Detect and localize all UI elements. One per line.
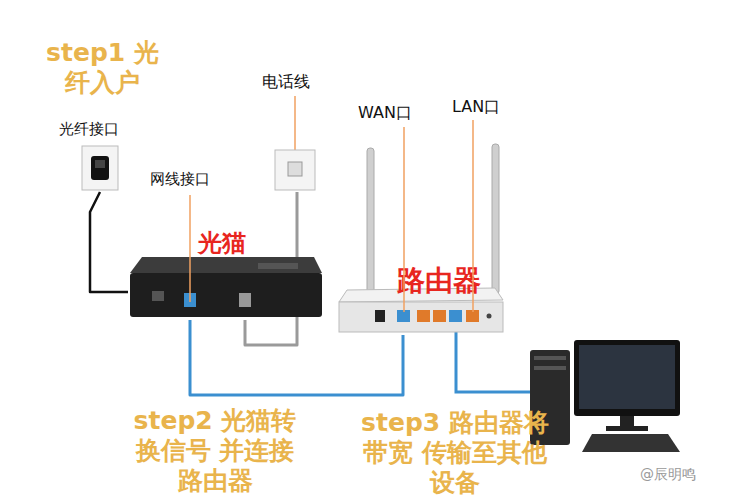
device-part bbox=[288, 162, 302, 176]
pc-drive bbox=[534, 366, 566, 370]
monitor-screen bbox=[579, 345, 675, 409]
device-part bbox=[449, 310, 462, 322]
device-part bbox=[95, 160, 105, 168]
phone-wall-socket: 电话线 bbox=[262, 72, 332, 192]
device-part bbox=[275, 150, 315, 190]
port-label: 网线接口 bbox=[150, 170, 210, 189]
lan-cable bbox=[456, 328, 536, 392]
monitor-stand bbox=[620, 416, 634, 428]
device-part bbox=[492, 144, 499, 294]
device-part bbox=[433, 310, 446, 322]
node-label: 光纤接口 bbox=[59, 120, 119, 139]
step-heading: step1 光纤入户 bbox=[35, 38, 170, 98]
device-part bbox=[417, 310, 430, 322]
device-part bbox=[367, 148, 374, 300]
device-drawing bbox=[335, 140, 505, 335]
device-part bbox=[130, 273, 322, 317]
watermark: @辰明鸣 bbox=[640, 466, 696, 484]
device-part bbox=[91, 156, 109, 180]
node-label: 电话线 bbox=[262, 72, 310, 93]
device-part bbox=[239, 293, 251, 307]
device-part bbox=[466, 310, 479, 322]
monitor-base bbox=[606, 426, 648, 431]
device-part bbox=[294, 96, 296, 150]
step-heading: step2 光猫转换信号 并连接路由器 bbox=[125, 406, 305, 496]
fiber-cable bbox=[90, 192, 128, 292]
keyboard bbox=[582, 434, 680, 452]
device-part bbox=[130, 257, 322, 273]
step-heading: step3 路由器将带宽 传输至其他设备 bbox=[355, 408, 555, 498]
port-label: LAN口 bbox=[452, 97, 500, 118]
node-label: 路由器 bbox=[397, 262, 481, 300]
device-part bbox=[339, 302, 503, 332]
fiber-wall-socket: 光纤接口 bbox=[55, 120, 145, 192]
device-part bbox=[258, 263, 298, 269]
device-part bbox=[152, 291, 164, 301]
device-part bbox=[82, 146, 118, 190]
device-part bbox=[375, 310, 385, 322]
node-label: 光猫 bbox=[198, 227, 246, 259]
device-part bbox=[184, 293, 196, 307]
router: 路由器 bbox=[335, 140, 505, 335]
pc-drive bbox=[534, 356, 566, 360]
device-part bbox=[397, 310, 410, 322]
port-label: WAN口 bbox=[358, 103, 412, 124]
device-part bbox=[487, 314, 492, 319]
optical-modem: 光猫 bbox=[128, 225, 323, 320]
monitor bbox=[574, 340, 680, 416]
